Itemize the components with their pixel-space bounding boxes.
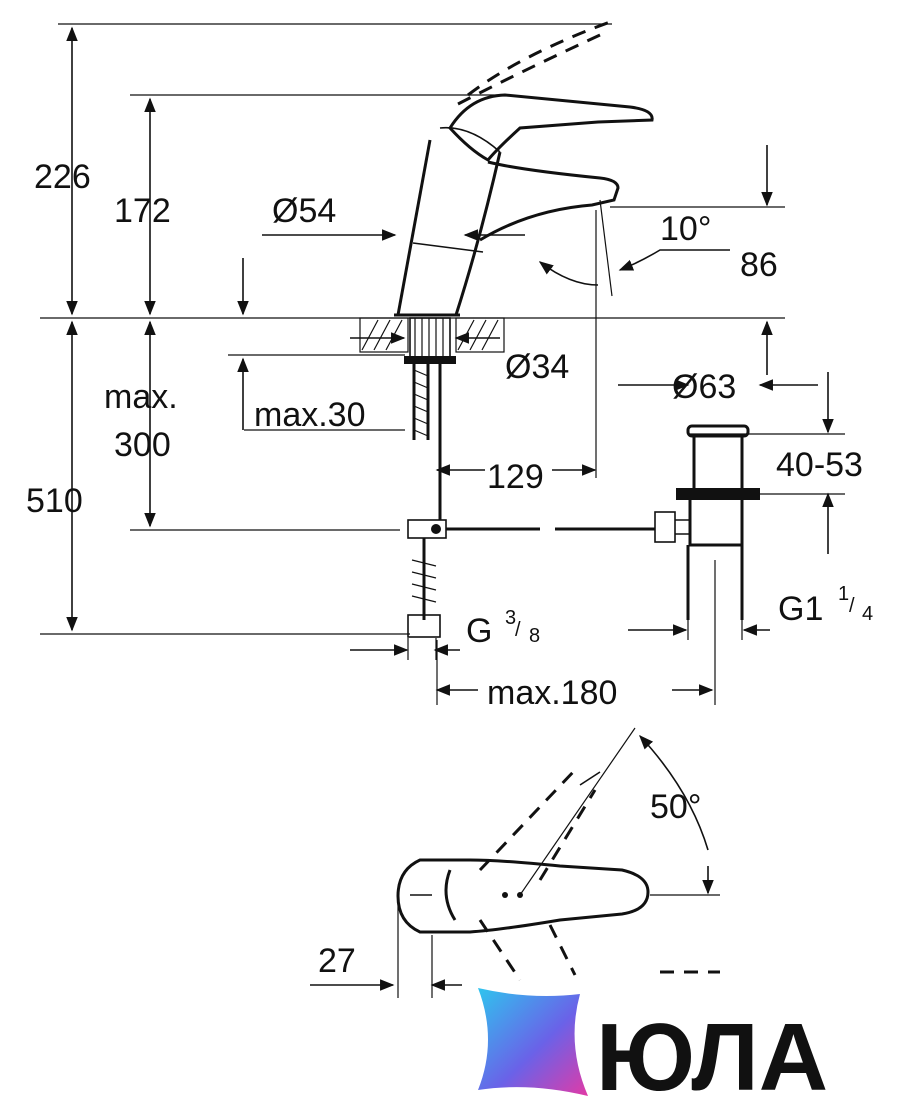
- spout-angle-line: [599, 199, 613, 297]
- label-300: 300: [114, 426, 171, 464]
- brand-name: ЮЛА: [596, 1004, 828, 1100]
- label-max30: max.30: [254, 396, 366, 434]
- pull-rod-screw: [431, 524, 441, 534]
- brand-star-icon: [478, 988, 588, 1096]
- label-diameter-54: Ø54: [272, 192, 336, 230]
- top-view-inner-curve: [444, 869, 457, 921]
- body-right-edge: [454, 151, 502, 316]
- drain-lower-body: [688, 500, 744, 547]
- hose-braid: [413, 369, 429, 437]
- deck-section: [359, 317, 655, 660]
- angle-10-arc-right: [618, 249, 730, 271]
- body-top: [439, 126, 501, 153]
- drain-body: [692, 436, 744, 488]
- label-172: 172: [114, 192, 171, 230]
- pull-rod-housing: [654, 511, 676, 543]
- label-diameter-63: Ø63: [672, 368, 736, 406]
- angle-10-arc-left: [538, 261, 599, 286]
- label-angle-50: 50°: [650, 788, 701, 826]
- body-band-line: [412, 242, 484, 253]
- deck-right-section: [455, 317, 505, 353]
- label-g1-frac-den: 4: [862, 603, 873, 625]
- svg-text:/: /: [849, 595, 855, 617]
- body-left-edge: [396, 139, 432, 316]
- label-g1: G1: [778, 590, 823, 628]
- label-angle-10: 10°: [660, 210, 711, 248]
- label-diameter-34: Ø34: [505, 348, 569, 386]
- deck-hatching: [361, 319, 499, 351]
- deck-left-section: [359, 317, 409, 353]
- lower-hose-braid: [411, 559, 437, 603]
- lever-tip-marker: [579, 771, 601, 786]
- lever-swing-dash-2: [538, 789, 597, 881]
- label-g1-frac-num: 1: [838, 583, 849, 605]
- drain-flange: [676, 488, 760, 500]
- label-max180: max.180: [487, 674, 617, 712]
- label-27: 27: [318, 942, 356, 980]
- svg-text:/: /: [515, 619, 521, 641]
- lever-raised-dash-2: [457, 33, 601, 106]
- brand-logo: ЮЛА: [478, 988, 828, 1100]
- horizontal-dimensions: [262, 210, 818, 998]
- faucet-side-view: [394, 20, 730, 317]
- lever-raised-dash-1: [467, 20, 611, 97]
- mounting-shank: [409, 317, 451, 359]
- lever-swing-dash-1: [478, 768, 577, 872]
- g38-connector: [407, 614, 441, 638]
- faucet-top-view: [396, 727, 720, 981]
- mounting-nut: [404, 356, 456, 364]
- tail-pipe: [686, 545, 744, 620]
- angle-50-ray: [519, 727, 636, 896]
- label-g-frac-num: 3: [505, 607, 516, 629]
- label-40-53: 40-53: [776, 446, 863, 484]
- angle-50-arc-top: [639, 734, 709, 851]
- spout: [479, 160, 620, 242]
- label-510: 510: [26, 482, 83, 520]
- label-129: 129: [487, 458, 544, 496]
- label-g-frac-den: 8: [529, 625, 540, 647]
- drain-cap: [686, 424, 750, 438]
- drain-assembly: [654, 424, 760, 640]
- label-86: 86: [740, 246, 778, 284]
- lever-lower-dash-2: [548, 924, 577, 976]
- dimension-labels: 226 172 Ø54 10° 86 Ø34 max. 300 max.30 1…: [26, 158, 873, 980]
- label-max: max.: [104, 378, 178, 416]
- top-view-body: [396, 858, 650, 934]
- lever-handle: [448, 93, 654, 162]
- vertical-dimensions: [66, 26, 845, 632]
- label-g: G: [466, 612, 492, 650]
- label-226: 226: [34, 158, 91, 196]
- top-view-marker-1: [502, 892, 508, 898]
